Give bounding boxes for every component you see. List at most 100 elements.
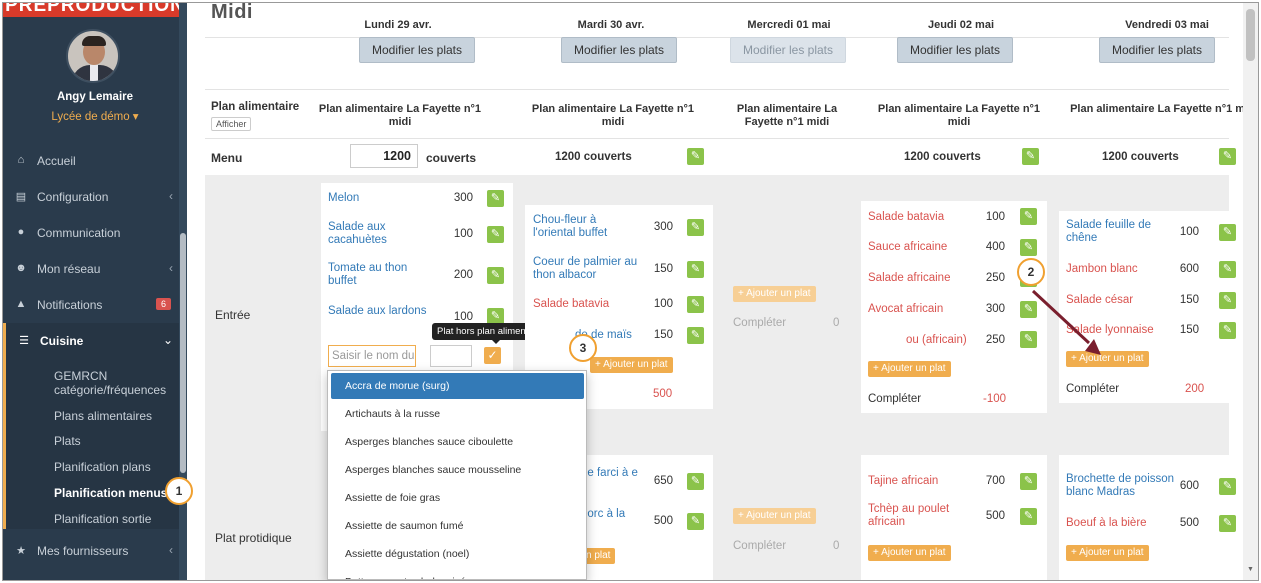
dish-name[interactable]: ou (africain) [906, 334, 967, 346]
confirm-dish-button[interactable]: ✓ [484, 347, 501, 364]
add-dish-button-jeudi[interactable]: + Ajouter un plat [868, 361, 951, 377]
edit-couverts-mardi-button[interactable]: ✎ [687, 148, 704, 165]
main-scrollbar-thumb[interactable] [1246, 9, 1255, 61]
course-label-plat: Plat protidique [215, 531, 292, 545]
dropdown-option[interactable]: Assiette de foie gras [345, 492, 441, 504]
avatar[interactable] [66, 29, 120, 83]
dish-name[interactable]: Salade africaine [868, 272, 951, 284]
dish-qty: 150 [653, 329, 673, 341]
dropdown-option[interactable]: Artichauts à la russe [345, 408, 441, 420]
dish-name[interactable]: Tchèp au poulet africain [868, 503, 950, 528]
completer-total-plat-mercredi: 0 [833, 540, 840, 552]
dropdown-option[interactable]: Betteraves et salade mixée [331, 569, 584, 579]
dish-name[interactable]: Tomate au thon buffet [328, 262, 408, 287]
dish-name[interactable]: Brochette de poisson blanc Madras [1066, 473, 1175, 498]
nav-item-notifications[interactable]: ▲ Notifications 6 [3, 287, 187, 323]
dish-name[interactable]: Salade aux lardons [328, 305, 427, 317]
dropdown-option[interactable]: Assiette dégustation (noel) [345, 548, 470, 560]
edit-dish-button[interactable]: ✎ [1219, 515, 1236, 532]
dropdown-option[interactable]: Assiette de saumon fumé [345, 520, 464, 532]
nav-item-cuisine[interactable]: ☰ Cuisine ⌄ [3, 323, 187, 357]
dish-name[interactable]: Chou-fleur à l'oriental buffet [533, 214, 608, 239]
subnav-gemrcn[interactable]: GEMRCN catégorie/fréquences [54, 369, 167, 397]
edit-dish-button[interactable]: ✎ [1020, 508, 1037, 525]
couverts-input[interactable]: 1200 [350, 144, 418, 168]
plan-label-jeudi: Plan alimentaire La Fayette n°1 midi [877, 103, 1041, 128]
add-dish-button-plat-mardi[interactable]: n plat [581, 548, 616, 564]
subnav-planification-menus[interactable]: Planification menus [54, 486, 168, 500]
edit-dish-button[interactable]: ✎ [1219, 292, 1236, 309]
modify-dishes-button-mercredi[interactable]: Modifier les plats [730, 37, 846, 63]
plan-label-mercredi: Plan alimentaire La Fayette n°1 midi [736, 103, 838, 128]
modify-dishes-button-jeudi[interactable]: Modifier les plats [897, 37, 1013, 63]
dish-name[interactable]: Salade batavia [868, 211, 945, 223]
add-dish-button-plat-jeudi[interactable]: + Ajouter un plat [868, 545, 951, 561]
edit-dish-button[interactable]: ✎ [1219, 478, 1236, 495]
dropdown-option[interactable]: Accra de morue (surg) [331, 373, 584, 399]
dish-name[interactable]: Avocat africain [868, 303, 944, 315]
add-dish-button-plat-mercredi[interactable]: + Ajouter un plat [733, 508, 816, 524]
edit-dish-button[interactable]: ✎ [1219, 322, 1236, 339]
modify-dishes-button-vendredi[interactable]: Modifier les plats [1099, 37, 1215, 63]
edit-dish-button[interactable]: ✎ [487, 226, 504, 243]
main-scrollbar[interactable] [1243, 3, 1258, 580]
dropdown-option[interactable]: Asperges blanches sauce mousseline [345, 464, 522, 476]
edit-dish-button[interactable]: ✎ [687, 296, 704, 313]
edit-dish-button[interactable]: ✎ [1020, 473, 1037, 490]
edit-dish-button[interactable]: ✎ [1219, 261, 1236, 278]
edit-dish-button[interactable]: ✎ [1020, 208, 1037, 225]
edit-dish-button[interactable]: ✎ [687, 513, 704, 530]
dish-name[interactable]: Jambon blanc [1066, 263, 1138, 275]
modify-dishes-button-mardi[interactable]: Modifier les plats [561, 37, 677, 63]
dish-qty-input[interactable] [430, 345, 472, 367]
dish-name-input[interactable]: Saisir le nom du [328, 345, 416, 367]
nav-item-mon-reseau[interactable]: ☻ Mon réseau ‹ [15, 261, 173, 276]
edit-dish-button[interactable]: ✎ [487, 267, 504, 284]
afficher-button[interactable]: Afficher [211, 117, 252, 131]
subnav-plats[interactable]: Plats [54, 434, 81, 448]
edit-dish-button[interactable]: ✎ [687, 327, 704, 344]
edit-dish-button[interactable]: ✎ [687, 261, 704, 278]
dish-name[interactable]: Salade césar [1066, 294, 1134, 306]
edit-couverts-jeudi-button[interactable]: ✎ [1022, 148, 1039, 165]
edit-dish-button[interactable]: ✎ [687, 473, 704, 490]
subnav-planification-plans[interactable]: Planification plans [54, 460, 151, 474]
nav-item-mes-fournisseurs[interactable]: ★ Mes fournisseurs ‹ [3, 533, 187, 569]
nav-item-accueil[interactable]: ⌂ Accueil [3, 143, 187, 179]
dish-name[interactable]: Salade aux cacahuètes [328, 221, 387, 246]
course-label-entree: Entrée [215, 308, 251, 322]
edit-dish-button[interactable]: ✎ [1020, 331, 1037, 348]
scroll-down-arrow-icon[interactable]: ▼ [1247, 566, 1254, 573]
dish-name[interactable]: Melon [328, 192, 360, 204]
edit-dish-button[interactable]: ✎ [487, 190, 504, 207]
completer-total-mercredi: 0 [833, 317, 840, 329]
edit-couverts-vendredi-button[interactable]: ✎ [1219, 148, 1236, 165]
subnav-plans-alimentaires[interactable]: Plans alimentaires [54, 409, 153, 423]
edit-dish-button[interactable]: ✎ [1020, 239, 1037, 256]
dish-name[interactable]: Salade batavia [533, 298, 610, 310]
dish-name[interactable]: porc à la [581, 508, 626, 520]
add-dish-button-vendredi[interactable]: + Ajouter un plat [1066, 351, 1149, 367]
dish-name[interactable]: Salade feuille de chêne [1066, 219, 1152, 244]
dish-name[interactable]: Coeur de palmier au thon albacor [533, 256, 638, 281]
edit-dish-button[interactable]: ✎ [487, 308, 504, 325]
school-selector[interactable]: Lycée de démo ▾ [51, 111, 139, 123]
add-dish-button-mercredi[interactable]: + Ajouter un plat [733, 286, 816, 302]
nav-item-configuration[interactable]: ▤ Configuration ‹ [15, 189, 173, 204]
modify-dishes-button-lundi[interactable]: Modifier les plats [359, 37, 475, 63]
dish-name[interactable]: Salade lyonnaise [1066, 324, 1154, 336]
add-dish-button-plat-vendredi[interactable]: + Ajouter un plat [1066, 545, 1149, 561]
edit-dish-button[interactable]: ✎ [687, 219, 704, 236]
dish-name[interactable]: Sauce africaine [868, 241, 948, 253]
dropdown-option[interactable]: Asperges blanches sauce ciboulette [345, 436, 514, 448]
dish-name[interactable]: de farci à e [581, 467, 638, 479]
add-dish-button-mardi[interactable]: + Ajouter un plat [590, 357, 673, 373]
dish-qty: 150 [1179, 294, 1199, 306]
dish-name[interactable]: Boeuf à la bière [1066, 517, 1147, 529]
sidebar-scrollbar-thumb[interactable] [180, 233, 186, 473]
nav-item-communication[interactable]: ● Communication [3, 215, 187, 251]
subnav-planification-sortie[interactable]: Planification sortie [54, 512, 152, 526]
edit-dish-button[interactable]: ✎ [1020, 301, 1037, 318]
edit-dish-button[interactable]: ✎ [1219, 224, 1236, 241]
dish-name[interactable]: Tajine africain [868, 475, 939, 487]
